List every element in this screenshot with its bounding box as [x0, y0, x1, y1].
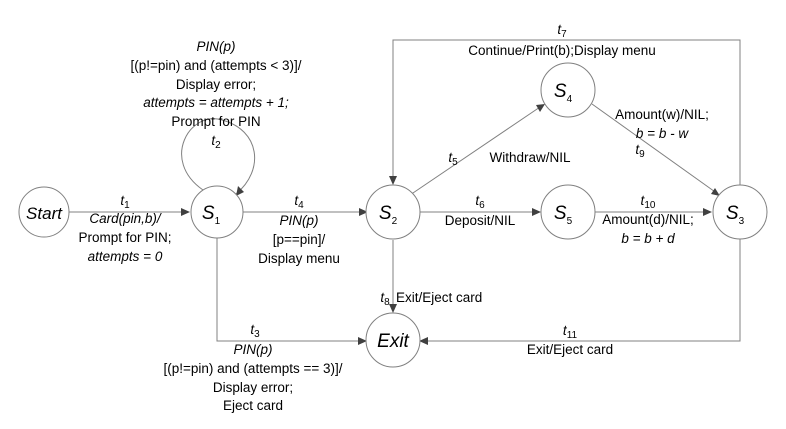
- state-s2: S2: [365, 184, 421, 240]
- t10-name: t10: [641, 193, 656, 211]
- t9-action-1: b = b - w: [636, 126, 689, 141]
- state-s1-label: S1: [202, 203, 221, 227]
- t3-event: PIN(p): [233, 342, 272, 357]
- t1-action-2: attempts = 0: [88, 249, 163, 264]
- t3-guard: [(p!=pin) and (attempts == 3)]/: [164, 361, 343, 376]
- arrowhead-t5: [536, 104, 545, 112]
- t11-label: Exit/Eject card: [527, 342, 613, 357]
- edge-t9: [591, 103, 719, 195]
- state-start: Start: [18, 186, 70, 238]
- t2-guard: [(p!=pin) and (attempts < 3)]/: [130, 58, 301, 73]
- state-exit: Exit: [365, 312, 421, 368]
- t2-name: t2: [211, 133, 221, 151]
- t4-action-1: Display menu: [258, 251, 340, 266]
- t9-event: Amount(w)/NIL;: [615, 107, 709, 122]
- edge-t11: [421, 238, 741, 342]
- t11-name: t11: [563, 323, 578, 341]
- t3-name: t3: [250, 322, 260, 340]
- t1-action-1: Prompt for PIN;: [78, 230, 171, 245]
- state-s5-label: S5: [554, 203, 573, 227]
- state-start-label: Start: [26, 204, 63, 223]
- state-s5: S5: [540, 184, 596, 240]
- t8-name: t8: [380, 290, 390, 308]
- t4-name: t4: [294, 193, 304, 211]
- state-s4-label: S4: [554, 81, 573, 105]
- state-s3: S3: [712, 184, 768, 240]
- state-exit-label: Exit: [377, 331, 409, 352]
- arrowhead-t8: [389, 304, 397, 313]
- t5-label: Withdraw/NIL: [489, 150, 571, 165]
- t4-guard: [p==pin]/: [273, 232, 326, 247]
- t1-name: t1: [120, 193, 130, 211]
- state-s2-label: S2: [379, 203, 398, 227]
- t3-action-2: Eject card: [223, 398, 283, 413]
- arrowhead-t11: [419, 337, 428, 345]
- t7-label: Continue/Print(b);Display menu: [468, 43, 656, 58]
- edge-t7: [392, 39, 741, 188]
- t10-event: Amount(d)/NIL;: [602, 212, 694, 227]
- t1-event: Card(pin,b)/: [89, 211, 162, 226]
- edge-t2-selfloop: [181, 118, 256, 195]
- edge-t3: [216, 238, 365, 342]
- arrowhead-t3: [358, 337, 367, 345]
- t2-action-2: attempts = attempts + 1;: [143, 95, 289, 110]
- t7-name: t7: [557, 22, 567, 40]
- t6-name: t6: [475, 193, 485, 211]
- t2-event: PIN(p): [196, 39, 235, 54]
- t9-name: t9: [635, 142, 645, 160]
- t6-label: Deposit/NIL: [445, 213, 516, 228]
- t10-action-1: b = b + d: [621, 231, 675, 246]
- t3-action-1: Display error;: [213, 380, 293, 395]
- state-s3-label: S3: [726, 203, 745, 227]
- arrowhead-t2: [236, 186, 244, 196]
- t2-action-3: Prompt for PIN: [171, 114, 260, 129]
- arrowhead-t1: [181, 208, 190, 216]
- t2-action-1: Display error;: [176, 77, 256, 92]
- arrowhead-t10: [703, 208, 712, 216]
- state-s4: S4: [540, 62, 596, 118]
- t8-label: Exit/Eject card: [396, 290, 482, 305]
- arrowhead-t7: [389, 176, 397, 185]
- arrowhead-t6: [532, 208, 541, 216]
- t5-name: t5: [448, 150, 458, 168]
- arrowhead-t9: [711, 188, 720, 196]
- edge-t5: [409, 104, 544, 196]
- state-s1: S1: [190, 185, 244, 239]
- t4-event: PIN(p): [279, 213, 318, 228]
- arrowhead-t4: [359, 208, 368, 216]
